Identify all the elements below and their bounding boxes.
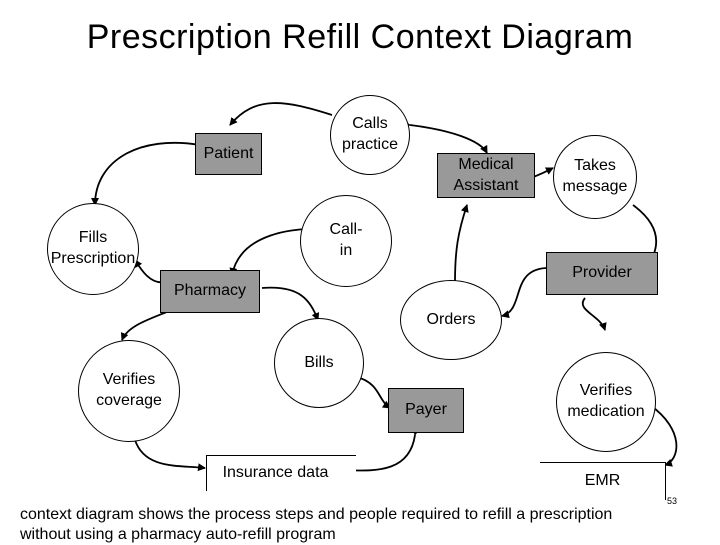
arrow-verifies-medication-to-emr — [649, 404, 678, 467]
arrow-verifies-coverage-insurance-data — [128, 432, 206, 472]
node-takes-message: Takes message — [553, 135, 637, 219]
arrow-pharmacy-to-bills — [261, 286, 320, 321]
arrow-bills-to-payer — [359, 377, 391, 409]
node-insurance-data-label: Insurance data — [222, 464, 329, 482]
node-fills-prescription: Fills Prescription — [47, 203, 139, 295]
node-orders-label: Orders — [426, 310, 476, 328]
node-payer: Payer — [388, 388, 464, 433]
node-payer-label: Payer — [405, 401, 447, 419]
node-patient: Patient — [195, 133, 262, 175]
node-call-in-label: Call-in — [329, 221, 363, 259]
node-bills: Bills — [274, 318, 364, 408]
node-verifies-medication: Verifies medication — [556, 352, 656, 452]
node-calls-practice-label: Calls practice — [341, 115, 399, 153]
node-insurance-data: Insurance data — [206, 455, 356, 491]
node-emr-label: EMR — [584, 472, 621, 490]
node-emr: EMR — [540, 462, 666, 500]
node-bills-label: Bills — [304, 353, 334, 371]
node-verifies-medication-label: Verifies medication — [567, 382, 645, 420]
diagram-caption: context diagram shows the process steps … — [20, 506, 613, 543]
node-verifies-coverage: Verifies coverage — [78, 340, 180, 442]
node-orders: Orders — [400, 280, 502, 360]
node-fills-prescription-label: Fills Prescription — [50, 229, 136, 267]
arrow-calls-practice-to-medical-assistant — [402, 120, 488, 154]
node-provider-label: Provider — [572, 264, 632, 282]
page-number: 53 — [667, 496, 678, 506]
node-pharmacy-label: Pharmacy — [173, 282, 247, 300]
node-medical-assistant-label: Medical Assistant — [453, 155, 519, 194]
node-takes-message-label: Takes message — [562, 157, 628, 195]
node-pharmacy: Pharmacy — [160, 270, 260, 313]
page-title: Prescription Refill Context Diagram — [86, 18, 634, 56]
arrow-patient-to-fills-prescription — [91, 141, 201, 206]
node-provider: Provider — [546, 252, 658, 295]
arrow-orders-to-medical-assistant — [454, 204, 469, 283]
node-call-in: Call-in — [300, 195, 392, 287]
arrow-provider-to-orders — [501, 267, 547, 319]
arrow-provider-to-verifies-medication — [581, 297, 607, 331]
node-calls-practice: Calls practice — [330, 95, 410, 175]
node-verifies-coverage-label: Verifies coverage — [96, 371, 162, 409]
arrow-calls-practice-to-patient — [229, 102, 333, 126]
node-patient-label: Patient — [203, 144, 254, 162]
node-medical-assistant: Medical Assistant — [437, 153, 535, 198]
